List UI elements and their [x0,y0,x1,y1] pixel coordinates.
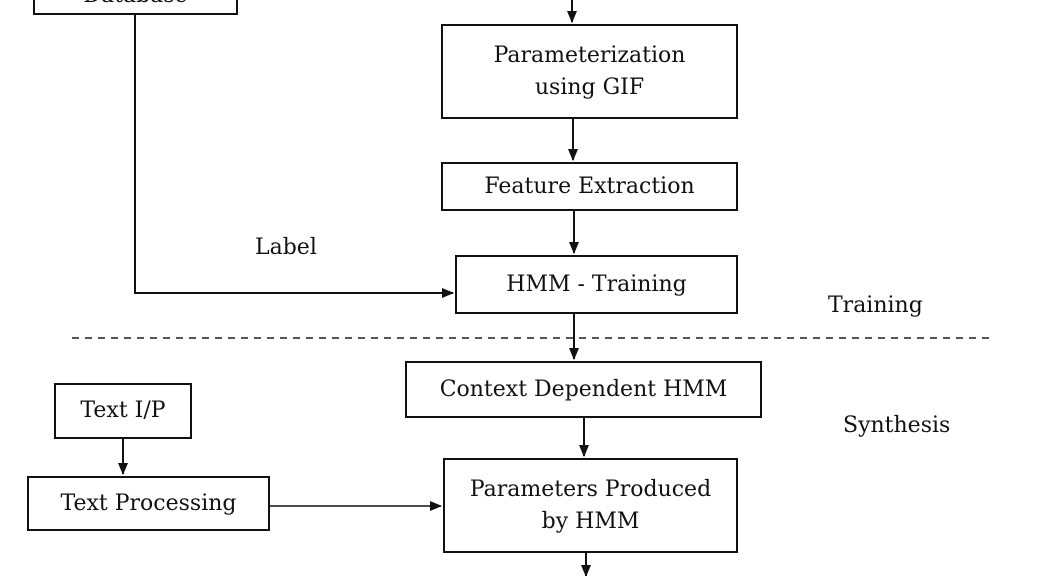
text-processing-box: Text Processing [27,476,270,531]
arrow-database-to-hmm-training [134,15,454,298]
database-box-text: Database [83,0,187,11]
database-box: Database [33,0,238,15]
text-ip-box-text: Text I/P [80,398,166,424]
text-processing-box-text: Text Processing [60,490,237,516]
parameters-produced-box: Parameters Produced by HMM [443,458,738,553]
parameterization-box-text-line2: using GIF [534,74,645,100]
context-dependent-hmm-box-text: Context Dependent HMM [439,376,728,402]
text-ip-box: Text I/P [54,383,192,439]
hmm-training-box: HMM - Training [455,255,738,314]
hmm-training-box-text: HMM - Training [506,271,687,297]
label-text: Label [255,235,317,260]
parameters-produced-box-text-line2: by HMM [541,508,640,534]
parameterization-box: Parameterization using GIF [441,24,738,119]
feature-extraction-box-text: Feature Extraction [484,173,695,199]
training-label: Training [828,293,923,318]
context-dependent-hmm-box: Context Dependent HMM [405,361,762,418]
parameters-produced-box-text-line1: Parameters Produced [469,476,712,502]
feature-extraction-box: Feature Extraction [441,162,738,211]
synthesis-label: Synthesis [843,413,951,438]
parameterization-box-text-line1: Parameterization [493,42,686,68]
